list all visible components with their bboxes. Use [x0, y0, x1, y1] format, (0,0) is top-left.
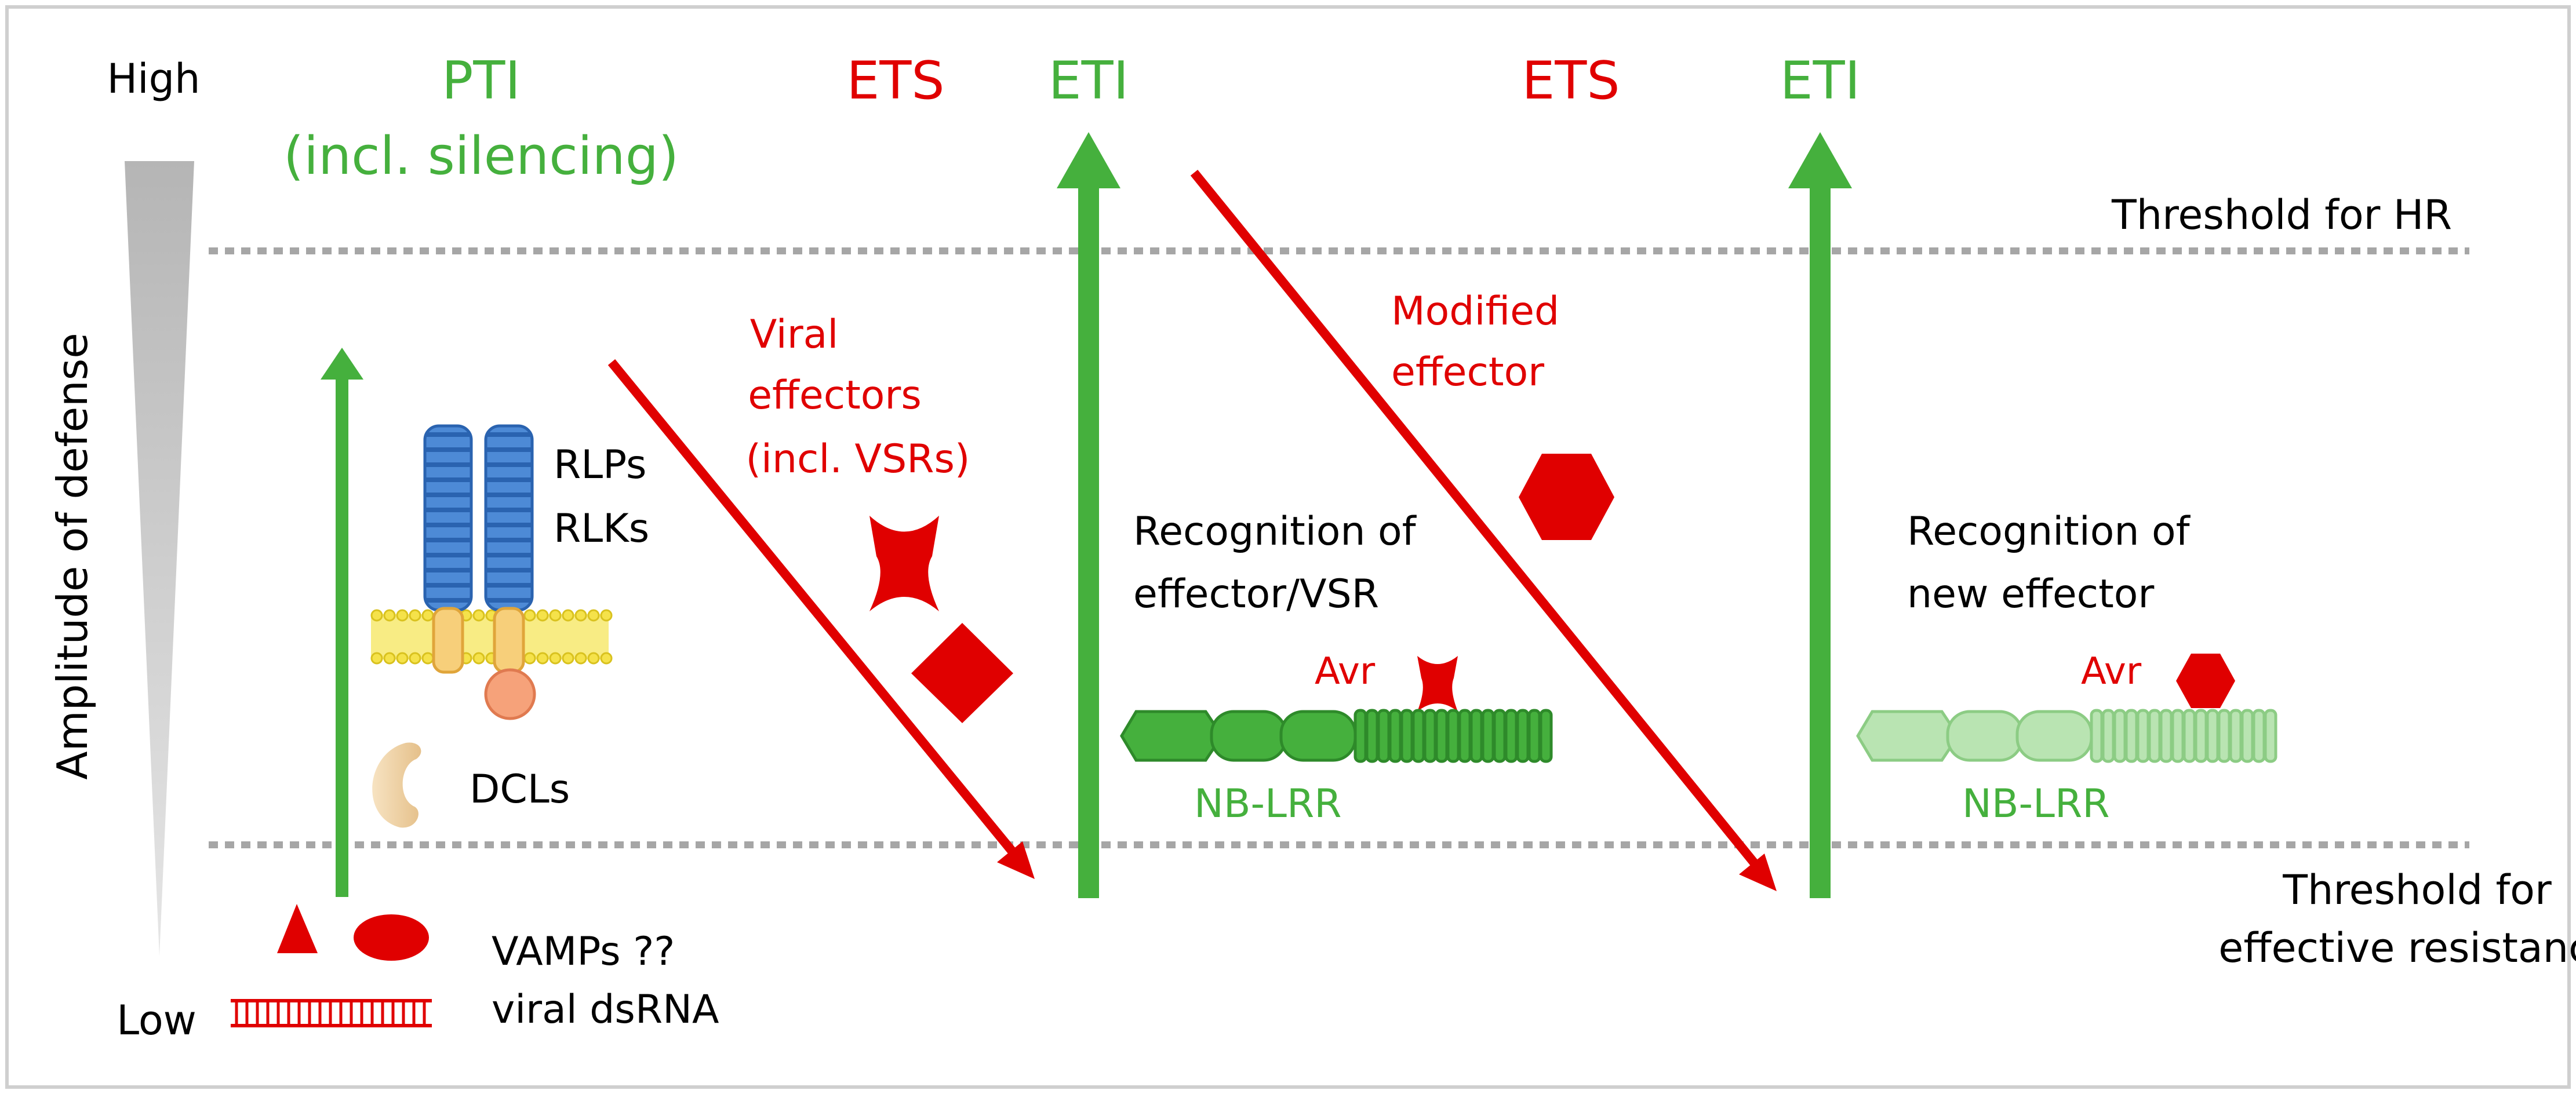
ets-title-2: ETS — [1522, 50, 1620, 111]
ets-arrow-2 — [1190, 169, 1777, 891]
viral-effectors-label-3: (incl. VSRs) — [746, 436, 970, 482]
dsrna-label: viral dsRNA — [492, 987, 719, 1033]
dsrna-icon — [231, 999, 432, 1027]
vamps-label: VAMPs ?? — [492, 929, 675, 975]
pti-arrow — [321, 348, 363, 897]
modified-effector-label-1: Modified — [1391, 289, 1559, 334]
nb-lrr-label-2: NB-LRR — [1962, 781, 2109, 827]
low-label: Low — [117, 997, 197, 1044]
recognition-label-2b: new effector — [1907, 571, 2154, 617]
high-label: High — [107, 55, 201, 103]
viral-effectors-label-2: effectors — [748, 373, 922, 418]
hr-threshold-label: Threshold for HR — [2111, 191, 2452, 239]
avr-vsr-icon — [1417, 656, 1458, 712]
ets-title-1: ETS — [847, 50, 945, 111]
eti-title-1: ETI — [1049, 50, 1129, 111]
recognition-label-1b: effector/VSR — [1133, 571, 1379, 617]
avr-label-2: Avr — [2081, 650, 2142, 693]
rlps-label: RLPs — [554, 442, 646, 488]
plasma-membrane — [370, 609, 613, 665]
avr-label-1: Avr — [1315, 650, 1376, 693]
receptor-rlp — [423, 424, 473, 674]
amplitude-cone — [125, 161, 194, 956]
pti-subtitle: (incl. silencing) — [283, 126, 679, 187]
rlks-label: RLKs — [554, 506, 649, 552]
eti-title-2: ETI — [1780, 50, 1860, 111]
figure-frame — [5, 5, 2571, 1089]
vamp-oval-icon — [354, 914, 429, 961]
eti-arrow-1 — [1057, 132, 1120, 898]
avr-hexagon-icon — [2176, 654, 2235, 708]
eti-arrow-2 — [1788, 132, 1852, 898]
pti-title: PTI — [442, 50, 521, 111]
recognition-label-2a: Recognition of — [1907, 509, 2191, 555]
vamp-triangle-icon — [277, 904, 318, 953]
nb-lrr-label-1: NB-LRR — [1194, 781, 1341, 827]
receptor-rlk — [484, 424, 536, 720]
nb-lrr-protein-2 — [1856, 709, 2277, 763]
ets-arrow-1 — [607, 359, 1035, 879]
nb-lrr-protein-1 — [1120, 709, 1553, 763]
resistance-threshold-label-2: effective resistance — [2218, 924, 2576, 972]
vsr-effector-icon — [869, 516, 939, 611]
modified-effector-hexagon-icon — [1519, 454, 1614, 540]
dcl-icon — [372, 742, 421, 828]
resistance-threshold-label-1: Threshold for — [2282, 866, 2552, 914]
recognition-label-1a: Recognition of — [1133, 509, 1417, 555]
dcls-label: DCLs — [470, 767, 570, 812]
modified-effector-label-2: effector — [1391, 349, 1544, 395]
viral-effectors-label-1: Viral — [750, 312, 838, 358]
y-axis-label: Amplitude of defense — [48, 333, 97, 779]
diamond-effector-icon — [911, 623, 1013, 723]
